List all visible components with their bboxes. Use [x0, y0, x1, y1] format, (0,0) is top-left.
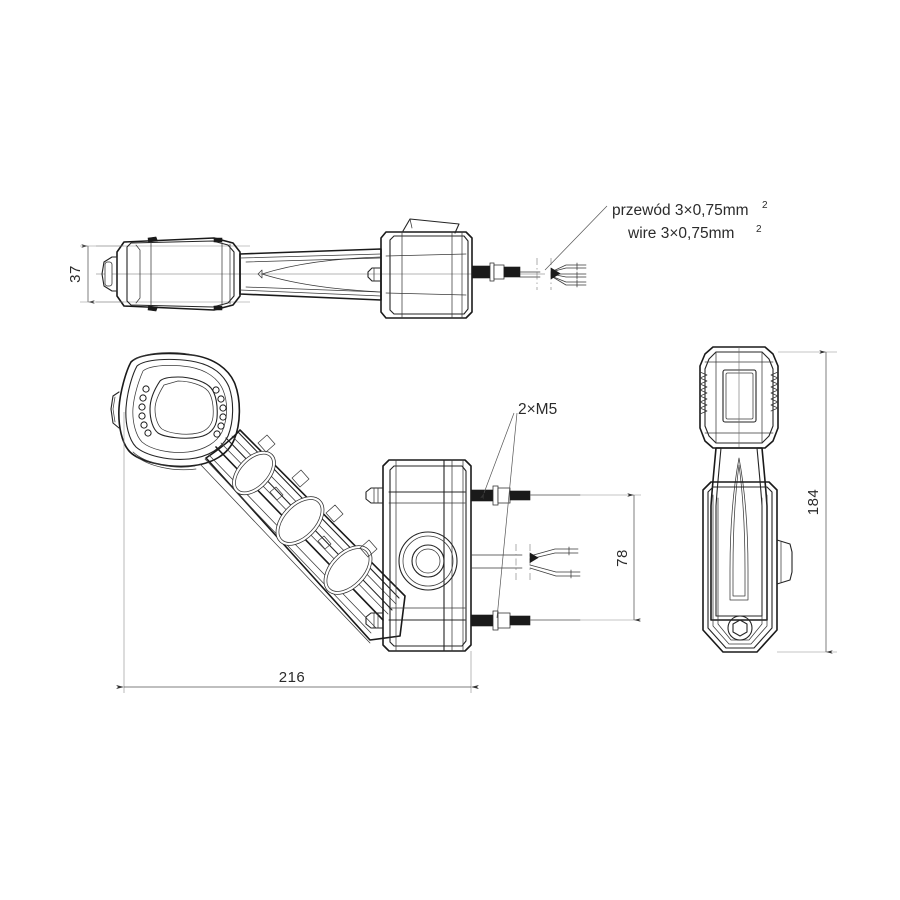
dimension-216-label: 216: [279, 669, 306, 686]
top-view-arm: [239, 248, 382, 301]
dimension-37-label: 37: [67, 265, 84, 283]
swivel-joint: [398, 531, 458, 591]
m5-stud-lower: [470, 610, 581, 631]
front-view-arm: [710, 447, 768, 621]
dimension-78: 78: [530, 493, 641, 622]
top-view: 37: [67, 218, 587, 319]
wire-note-polish-superscript: 2: [762, 200, 768, 211]
led-dot: [213, 430, 221, 438]
dimension-184-label: 184: [805, 489, 822, 516]
wire-note-leader: [544, 205, 608, 271]
front-view-base-plate: [702, 481, 793, 653]
dimension-216: 216: [116, 412, 479, 693]
led-dot: [138, 412, 146, 420]
led-dot: [219, 404, 227, 412]
thread-callout-label: 2×M5: [518, 401, 557, 418]
top-view-cable-gland: [471, 262, 541, 282]
wire-note-polish: przewód 3×0,75mm: [612, 202, 749, 219]
wire-note-callout: przewód 3×0,75mm 2 wire 3×0,75mm 2: [544, 200, 768, 271]
top-view-lamp-head: [101, 236, 241, 312]
led-dot: [144, 429, 152, 437]
arm-oval-cutout: [275, 496, 325, 546]
side-view-cable: [470, 544, 581, 580]
dimension-37: 37: [67, 244, 124, 304]
side-view-lamp-head: [110, 352, 241, 471]
dimension-78-label: 78: [614, 549, 631, 567]
side-view-base-block: [365, 459, 472, 652]
wire-note-english-superscript: 2: [756, 224, 762, 235]
dimension-184: 184: [777, 350, 837, 654]
side-view-arm: [199, 429, 406, 644]
arm-oval-cutout: [232, 450, 276, 496]
pivot-nub: [365, 612, 384, 629]
front-view-lamp-head: [699, 346, 779, 449]
arm-oval-cutout: [323, 545, 373, 595]
led-dot: [139, 394, 147, 402]
led-dot: [140, 421, 148, 429]
led-dot: [212, 386, 220, 394]
led-dot: [217, 395, 225, 403]
led-dot: [217, 422, 225, 430]
top-view-base-block: [367, 218, 473, 319]
m5-stud-upper: [470, 485, 581, 506]
top-view-wire-connector: [550, 262, 587, 288]
front-view: 184: [699, 346, 837, 654]
led-dot: [138, 403, 146, 411]
led-dot: [219, 413, 227, 421]
thread-callout-2xm5: 2×M5: [480, 401, 557, 619]
led-dot: [142, 385, 150, 393]
side-view: 2×M5 78: [110, 352, 641, 693]
wire-note-english: wire 3×0,75mm: [627, 225, 734, 242]
pivot-nub: [365, 487, 384, 504]
